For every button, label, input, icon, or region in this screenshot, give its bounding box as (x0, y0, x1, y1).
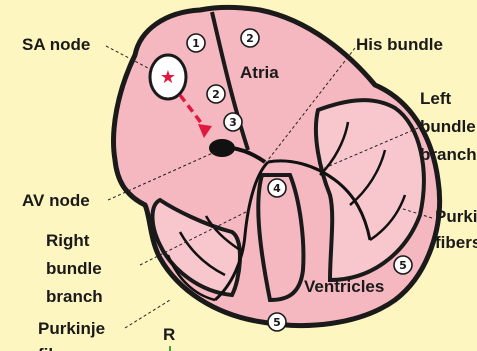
step-2-atria: 2 (241, 29, 259, 47)
label-purkinje-left-2: fibers (38, 345, 84, 351)
av-node (209, 139, 235, 157)
svg-text:2: 2 (246, 32, 254, 45)
svg-text:2: 2 (212, 88, 220, 101)
svg-text:3: 3 (229, 116, 237, 129)
label-right-bundle-1: Right (46, 231, 90, 250)
step-2-septum: 2 (207, 85, 225, 103)
svg-text:4: 4 (273, 182, 281, 195)
label-purkinje-right-1: Purkinje (435, 207, 477, 226)
svg-text:5: 5 (399, 259, 407, 272)
label-his-bundle: His bundle (356, 35, 443, 54)
label-ventricles: Ventricles (304, 277, 384, 296)
step-5-right: 5 (394, 256, 412, 274)
label-av-node: AV node (22, 191, 90, 210)
label-left-bundle-3: branch (420, 145, 477, 164)
step-1: 1 (187, 34, 205, 52)
step-4: 4 (268, 179, 286, 197)
label-right-bundle-3: branch (46, 287, 103, 306)
label-right-bundle-2: bundle (46, 259, 102, 278)
label-purkinje-right-2: fibers (435, 233, 477, 252)
label-left-bundle-2: bundle (420, 117, 476, 136)
step-3: 3 (224, 113, 242, 131)
label-sa-node: SA node (22, 35, 90, 54)
step-5-bottom: 5 (268, 313, 286, 331)
label-ecg-r: R (163, 325, 175, 344)
leader-purkinje-left (125, 300, 170, 328)
svg-text:1: 1 (192, 37, 200, 50)
sa-star-icon: ★ (160, 67, 176, 87)
svg-text:5: 5 (273, 316, 281, 329)
label-atria: Atria (240, 63, 279, 82)
label-purkinje-left-1: Purkinje (38, 319, 105, 338)
label-left-bundle-1: Left (420, 89, 452, 108)
